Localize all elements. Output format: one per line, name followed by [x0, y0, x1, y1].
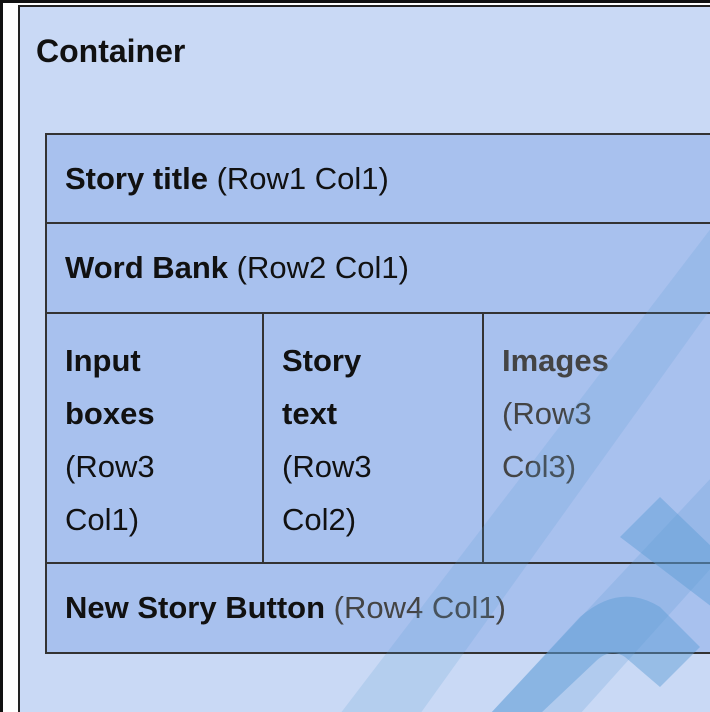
row3-col1-label: Input boxes (Row3 Col1) — [65, 334, 255, 546]
row2-label: Word Bank (Row2 Col1) — [65, 250, 409, 286]
row2-label-normal: (Row2 Col1) — [228, 250, 409, 285]
grid-row-2: Word Bank (Row2 Col1) — [47, 224, 710, 314]
row3-col1-normal-2: Col1) — [65, 502, 140, 537]
grid-row-1: Story title (Row1 Col1) — [47, 135, 710, 224]
grid-row-4: New Story Button (Row4 Col1) — [47, 564, 710, 652]
row3-col3-normal-2: Col3) — [502, 449, 577, 484]
row3-col3-label: Images (Row3 Col3) — [502, 334, 692, 493]
container-title: Container — [36, 33, 186, 69]
container: Container Story title (Row1 Col1) Word B… — [18, 5, 710, 712]
row3-col2-bold-2: text — [282, 396, 338, 431]
row2-label-bold: Word Bank — [65, 250, 229, 285]
row4-label-bold: New Story Button — [65, 590, 326, 625]
row3-col3-bold-1: Images — [502, 343, 609, 378]
row3-cell-1: Input boxes (Row3 Col1) — [47, 314, 264, 562]
layout-grid: Story title (Row1 Col1) Word Bank (Row2 … — [45, 133, 710, 654]
row3-col2-bold-1: Story — [282, 343, 362, 378]
row1-label-normal: (Row1 Col1) — [207, 160, 389, 196]
row3-col2-normal-2: Col2) — [282, 502, 357, 537]
row3-cell-3: Images (Row3 Col3) — [484, 314, 710, 562]
row4-label: New Story Button (Row4 Col1) — [65, 590, 506, 626]
row3-col1-bold-2: boxes — [65, 396, 155, 431]
row1-label-bold: Story title — [65, 160, 208, 196]
grid-row-3: Input boxes (Row3 Col1) Story text (Row3… — [47, 314, 710, 564]
row3-col3-normal-1: (Row3 — [502, 396, 592, 431]
row3-col1-normal-1: (Row3 — [65, 449, 155, 484]
row3-cell-2: Story text (Row3 Col2) — [264, 314, 484, 562]
row1-label: Story title (Row1 Col1) — [65, 161, 389, 197]
row3-col1-bold-1: Input — [65, 343, 141, 378]
row4-label-normal: (Row4 Col1) — [325, 590, 506, 625]
row3-col2-label: Story text (Row3 Col2) — [282, 334, 472, 546]
row3-col2-normal-1: (Row3 — [282, 449, 372, 484]
